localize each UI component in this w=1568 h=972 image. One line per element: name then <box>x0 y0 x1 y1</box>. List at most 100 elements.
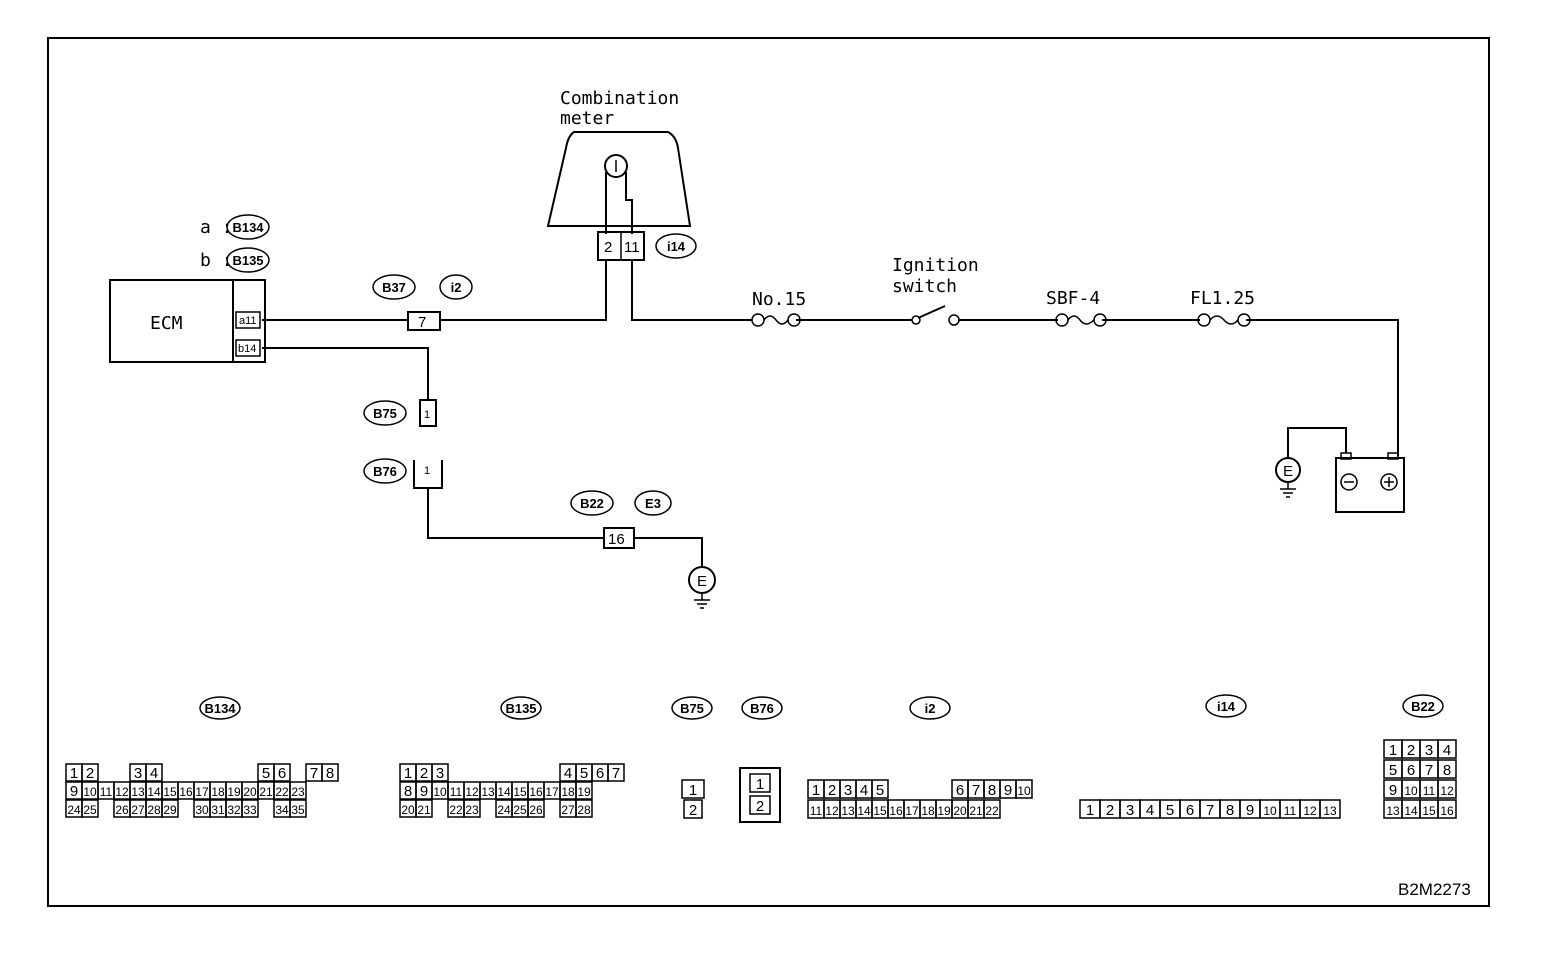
connector-pin: 26 <box>529 803 543 817</box>
connector-pin: 13 <box>131 785 145 799</box>
tag-b75: B75 <box>373 406 397 421</box>
connector-pin: 18 <box>921 804 935 818</box>
battery-icon <box>1335 457 1405 513</box>
connector-pin: 25 <box>83 803 97 817</box>
connector-pin: 16 <box>529 785 543 799</box>
connector-view-tag-b76: B76 <box>750 701 774 716</box>
connector-pin: 23 <box>291 785 305 799</box>
connector-pin: 27 <box>561 803 575 817</box>
connector-pin: 5 <box>1389 762 1397 779</box>
connector-pin: 14 <box>497 785 511 799</box>
connector-pin: 3 <box>1126 802 1134 819</box>
ecm-legend-b-code: B135 <box>232 253 263 268</box>
connector-pin: 22 <box>449 803 463 817</box>
fuse-sbf4-label: SBF-4 <box>1046 288 1100 309</box>
connector-pin: 14 <box>1404 804 1418 818</box>
connector-pin: 28 <box>147 803 161 817</box>
combination-meter-body <box>546 131 692 227</box>
battery-negative-icon <box>1340 473 1358 491</box>
connector-pin: 18 <box>211 785 225 799</box>
connector-pin: 4 <box>150 765 158 782</box>
connector-pin: 1 <box>756 776 764 793</box>
connector-pin: 4 <box>860 782 868 799</box>
connector-pin: 19 <box>577 785 591 799</box>
diagram-id: B2M2273 <box>1398 880 1471 899</box>
tag-i14: i14 <box>667 239 686 254</box>
combination-meter-label-1: Combination <box>560 88 679 109</box>
connector-pin: 27 <box>131 803 145 817</box>
connector-pin: 7 <box>612 765 620 782</box>
ecm-pin-b14: b14 <box>238 343 256 355</box>
connector-pin: 6 <box>596 765 604 782</box>
tag-e3: E3 <box>645 496 661 511</box>
connector-pin: 25 <box>513 803 527 817</box>
connector-pin: 4 <box>1443 742 1451 759</box>
fuse-no15-label: No.15 <box>752 289 806 310</box>
meter-gauge-icon <box>604 154 628 178</box>
b75-pin: 1 <box>424 409 430 421</box>
connector-pin: 4 <box>1146 802 1154 819</box>
fuse-no15-icon <box>763 315 789 325</box>
connector-pin: 8 <box>326 765 334 782</box>
connector-view-tag-b22: B22 <box>1411 699 1435 714</box>
connector-pin: 28 <box>577 803 591 817</box>
tag-b22: B22 <box>580 496 604 511</box>
meter-pin-right: 11 <box>624 239 640 256</box>
connector-pin: 13 <box>1323 804 1337 818</box>
connector-pin: 5 <box>876 782 884 799</box>
ecm-legend-a-code: B134 <box>232 220 264 235</box>
connector-pin: 21 <box>969 804 983 818</box>
connector-pin: 10 <box>1263 804 1277 818</box>
connector-pin: 22 <box>985 804 999 818</box>
connector-pin: 16 <box>179 785 193 799</box>
connector-pin: 21 <box>259 785 273 799</box>
connector-pin: 8 <box>1226 802 1234 819</box>
connector-pin: 30 <box>195 803 209 817</box>
connector-pin: 20 <box>243 785 257 799</box>
ground-label-lower: E <box>697 573 707 590</box>
connector-pin: 1 <box>689 782 697 799</box>
ignition-switch-label-2: switch <box>892 276 957 297</box>
connector-pin: 3 <box>436 765 444 782</box>
tag-i14-oval <box>655 233 697 259</box>
connector-pin: 1 <box>1086 802 1094 819</box>
connector-pin: 6 <box>1407 762 1415 779</box>
connector-pin: 31 <box>211 803 225 817</box>
connector-pin: 14 <box>857 804 871 818</box>
connector-pin: 5 <box>580 765 588 782</box>
connector-view-tag-i2: i2 <box>925 701 936 716</box>
meter-pin-left: 2 <box>604 239 612 256</box>
connector-pin: 11 <box>450 785 463 799</box>
connector-pin: 35 <box>291 803 305 817</box>
connector-pin: 7 <box>1206 802 1214 819</box>
b22-pin: 16 <box>608 531 625 548</box>
connector-b37-i2 <box>407 311 441 331</box>
connector-pin: 10 <box>433 785 447 799</box>
connector-pin: 22 <box>275 785 289 799</box>
connector-pin: 19 <box>937 804 951 818</box>
connector-pin: 10 <box>1404 784 1418 798</box>
connector-pin: 12 <box>115 785 129 799</box>
connector-pin: 3 <box>844 782 852 799</box>
connector-pin: 13 <box>841 804 855 818</box>
ecm-label: ECM <box>150 313 183 334</box>
connector-pin: 3 <box>134 765 142 782</box>
connector-pin: 10 <box>1017 784 1031 798</box>
connector-pin: 11 <box>1423 784 1436 798</box>
connector-pin: 26 <box>115 803 129 817</box>
connector-pin: 9 <box>1004 782 1012 799</box>
connector-pin: 1 <box>70 765 78 782</box>
ecm-legend-a-prefix: a : <box>200 217 233 238</box>
b37-pin: 7 <box>418 314 426 331</box>
connector-pin: 6 <box>956 782 964 799</box>
fuse-fl125-icon <box>1209 315 1239 325</box>
connector-pin: 13 <box>1386 804 1400 818</box>
connector-pin: 32 <box>227 803 241 817</box>
connector-pin: 15 <box>513 785 527 799</box>
connector-pin: 2 <box>828 782 836 799</box>
connector-pin: 2 <box>1407 742 1415 759</box>
connector-pin: 7 <box>310 765 318 782</box>
connector-b75 <box>419 399 437 427</box>
